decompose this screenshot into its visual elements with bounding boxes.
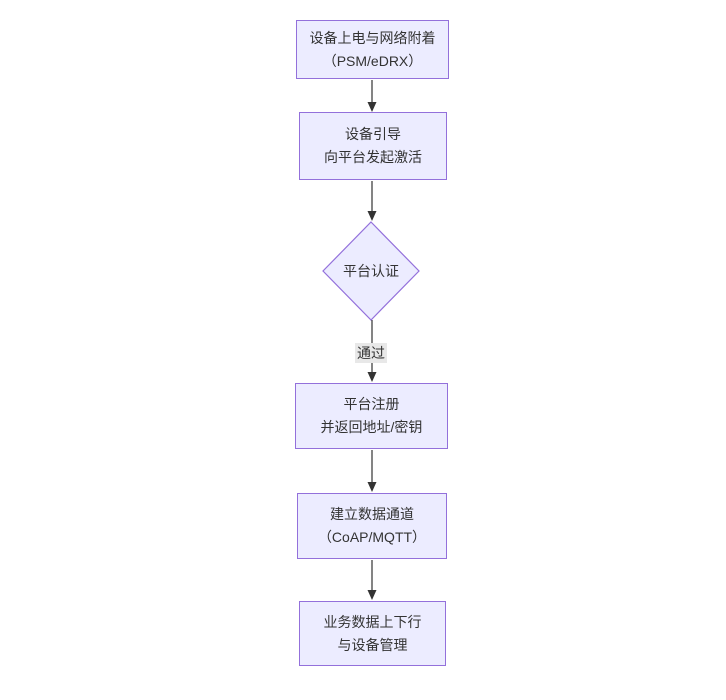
node-bootstrap-activate-line1: 设备引导 <box>345 126 401 142</box>
decision-diamond-shape <box>322 221 420 321</box>
edge-label-pass: 通过 <box>355 343 387 363</box>
node-platform-register-line2: 并返回地址/密钥 <box>320 419 423 435</box>
node-power-attach-line1: 设备上电与网络附着 <box>309 29 436 46</box>
node-platform-register: 平台注册 并返回地址/密钥 <box>295 383 448 449</box>
flow-arrow-power-to-boot <box>367 80 377 112</box>
flow-arrow-register-to-channel <box>367 450 377 492</box>
node-business-data-line1: 业务数据上下行 <box>323 613 422 630</box>
flow-arrow-channel-to-business <box>367 560 377 600</box>
node-power-attach: 设备上电与网络附着 （PSM/eDRX） <box>296 20 449 79</box>
node-bootstrap-activate: 设备引导 向平台发起激活 <box>299 112 447 180</box>
node-bootstrap-activate-line2: 向平台发起激活 <box>324 149 422 165</box>
node-data-channel: 建立数据通道 （CoAP/MQTT） <box>297 493 447 559</box>
node-business-data: 业务数据上下行 与设备管理 <box>299 601 446 666</box>
node-data-channel-line2: （CoAP/MQTT） <box>317 529 427 545</box>
decision-platform-auth: 平台认证 <box>323 222 419 320</box>
node-platform-register-line1: 平台注册 <box>343 396 400 412</box>
node-power-attach-line2: （PSM/eDRX） <box>322 52 423 69</box>
flow-arrow-boot-to-auth <box>367 181 377 221</box>
decision-platform-auth-label: 平台认证 <box>343 263 399 279</box>
node-data-channel-line1: 建立数据通道 <box>330 506 414 522</box>
node-business-data-line2: 与设备管理 <box>337 636 408 653</box>
